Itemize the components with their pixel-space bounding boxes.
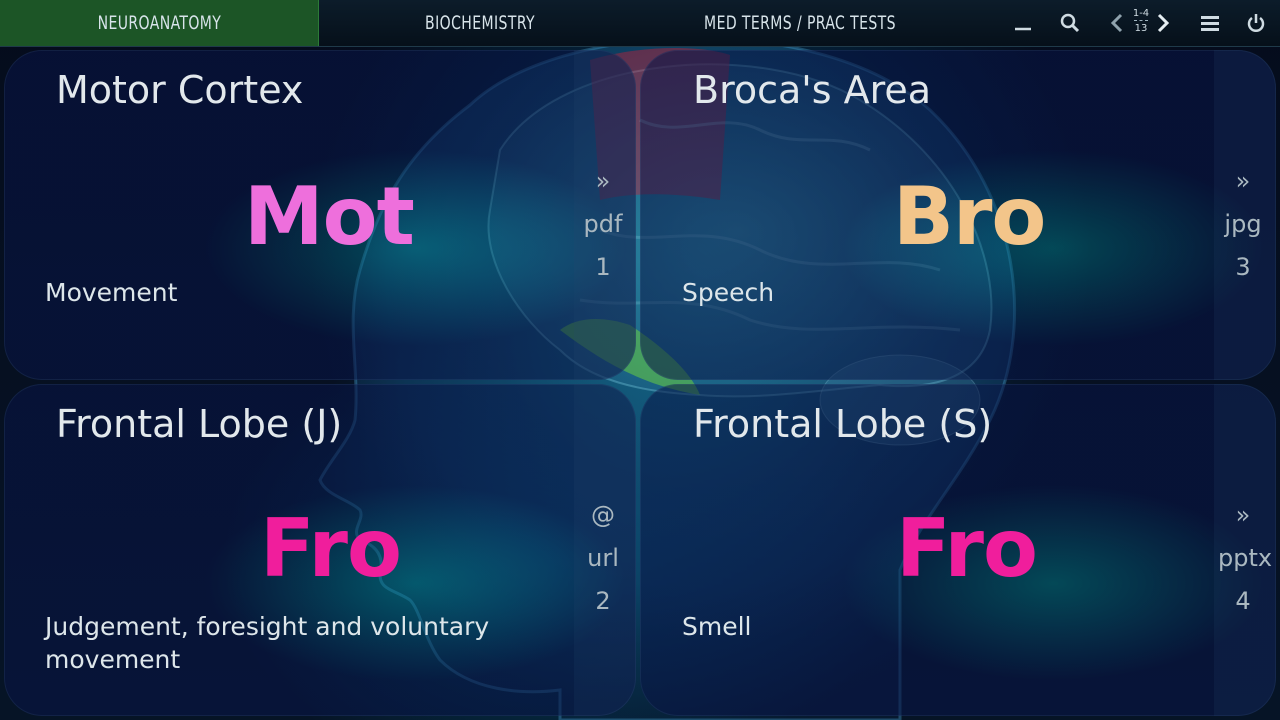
tile-index: 4 — [1235, 587, 1251, 615]
page-indicator: 1-4 13 — [1130, 8, 1152, 34]
tile-meta: » jpg 3 — [1218, 160, 1268, 289]
tab-biochemistry-label: BIOCHEMISTRY — [425, 12, 535, 34]
tile-meta: » pdf 1 — [578, 160, 628, 289]
tile-title: Broca's Area — [693, 68, 932, 112]
tile-link-icon: » — [1235, 501, 1251, 529]
tile-meta-strip — [574, 384, 636, 716]
chevron-left-icon[interactable] — [1106, 0, 1128, 46]
power-icon[interactable] — [1242, 0, 1270, 46]
search-icon[interactable] — [1055, 0, 1085, 46]
tile-index: 3 — [1235, 253, 1251, 281]
tile-index: 1 — [595, 253, 611, 281]
tile-abbreviation: Mot — [244, 170, 415, 263]
tile-abbreviation: Fro — [896, 502, 1038, 595]
tile-description: Movement — [45, 278, 178, 307]
tab-biochemistry[interactable]: BIOCHEMISTRY — [320, 0, 640, 46]
page-total: 13 — [1134, 23, 1148, 34]
tile-description: Judgement, foresight and voluntary movem… — [45, 612, 490, 674]
tile-file-type: jpg — [1224, 210, 1262, 238]
tile-meta: @ url 2 — [578, 494, 628, 623]
tile-file-type: pptx — [1218, 544, 1273, 572]
tile-title: Frontal Lobe (J) — [56, 402, 343, 446]
top-bar: NEUROANATOMY BIOCHEMISTRY MED TERMS / PR… — [0, 0, 1280, 47]
tile-frontal-lobe-j[interactable]: Frontal Lobe (J) Fro Judgement, foresigh… — [4, 384, 636, 716]
tab-med-terms-label: MED TERMS / PRAC TESTS — [704, 12, 896, 34]
tile-description: Speech — [682, 278, 775, 307]
tile-frontal-lobe-s[interactable]: Frontal Lobe (S) Fro Smell » pptx 4 — [640, 384, 1276, 716]
tile-link-icon: @ — [591, 501, 615, 529]
tile-meta-strip — [574, 50, 636, 380]
tile-title: Frontal Lobe (S) — [693, 402, 993, 446]
tile-file-type: pdf — [583, 210, 623, 238]
tile-index: 2 — [595, 587, 611, 615]
tile-motor-cortex[interactable]: Motor Cortex Mot Movement » pdf 1 — [4, 50, 636, 380]
tile-meta-strip — [1214, 384, 1276, 716]
tile-description: Smell — [682, 612, 752, 641]
tile-abbreviation: Bro — [893, 170, 1046, 263]
tab-med-terms[interactable]: MED TERMS / PRAC TESTS — [640, 0, 960, 46]
chevron-right-icon[interactable] — [1152, 0, 1174, 46]
tile-title: Motor Cortex — [56, 68, 304, 112]
tile-abbreviation: Fro — [260, 502, 402, 595]
tile-link-icon: » — [1235, 167, 1251, 195]
tile-meta-strip — [1214, 50, 1276, 380]
tile-link-icon: » — [595, 167, 611, 195]
tab-neuroanatomy[interactable]: NEUROANATOMY — [0, 0, 319, 46]
tile-file-type: url — [587, 544, 619, 572]
tile-meta: » pptx 4 — [1218, 494, 1273, 623]
tile-brocas-area[interactable]: Broca's Area Bro Speech » jpg 3 — [640, 50, 1276, 380]
minimize-icon[interactable] — [1008, 0, 1038, 46]
page-range: 1-4 — [1132, 8, 1150, 19]
tab-neuroanatomy-label: NEUROANATOMY — [97, 12, 221, 34]
menu-icon[interactable] — [1196, 0, 1224, 46]
